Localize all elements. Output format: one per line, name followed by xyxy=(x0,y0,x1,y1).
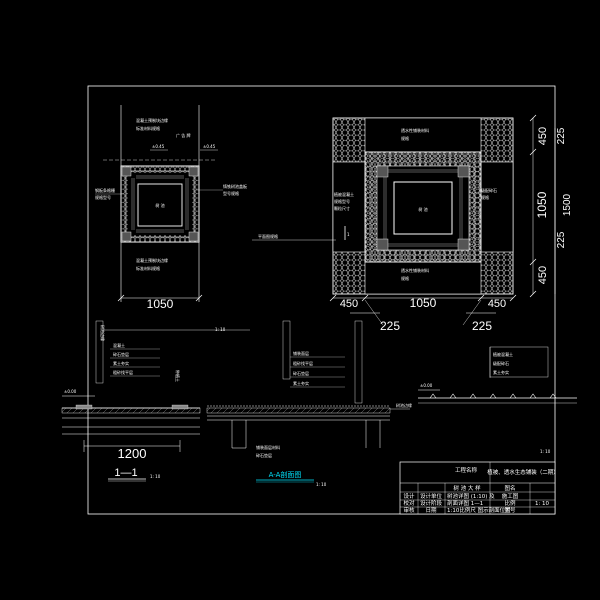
right-plan-note-bottom-2: 规格 xyxy=(401,275,409,281)
section-A-scale: 1: 10 xyxy=(316,482,327,487)
section-A-note-3: 碎石垫层 xyxy=(293,370,309,376)
section-1-level: ±0.00 xyxy=(64,389,77,394)
right-plan-center-label: 树 池 xyxy=(418,206,427,212)
section-A-note-2: 粗砂找平层 xyxy=(293,360,313,366)
left-plan-note-right-2: 型号规格 xyxy=(223,190,239,196)
section-A-title: A-A剖面图 xyxy=(269,470,302,479)
left-plan-note-bottom-1: 混凝土预制块边缘 xyxy=(136,257,168,263)
title-block-check-label: 校对 xyxy=(403,499,415,507)
section-1-note-2: 碎石垫层 xyxy=(113,351,129,357)
left-plan-level-left: ±0.45 xyxy=(152,144,165,149)
left-plan-scale: 1: 10 xyxy=(215,327,226,332)
section-A-side-label: 树池边缘 xyxy=(396,402,412,408)
title-block-approve-label: 审核 xyxy=(403,506,415,514)
right-plan-dim-bottom-left: 450 xyxy=(340,298,358,310)
section-1-title: 1—1 xyxy=(114,467,137,479)
section-B-level: ±0.00 xyxy=(420,383,433,388)
title-block-row1: 树池详图 (1:10) 及 xyxy=(447,492,495,500)
section-1-side-label-1: 树池边缘 xyxy=(100,325,106,341)
right-plan-note-top-2: 规格 xyxy=(401,135,409,141)
title-block-date-label: 日期 xyxy=(425,507,437,514)
left-plan-level-right: ±0.45 xyxy=(203,144,216,149)
title-block-project: 植被、透水生态铺装（二期） xyxy=(487,468,559,476)
right-plan-dim-bottom-mid: 1050 xyxy=(410,296,437,310)
left-plan-note-top-1: 混凝土预制块边缘 xyxy=(136,117,168,123)
left-plan-inner-pit xyxy=(137,183,183,227)
left-plan-note-left-2: 规格型号 xyxy=(95,194,111,200)
title-block-frame xyxy=(399,461,556,515)
section-1-side-label-2: 种植土 xyxy=(175,370,181,382)
right-plan-dim-sub-left: 225 xyxy=(380,319,400,333)
right-plan-note-left-1: 植被混凝土 xyxy=(334,191,354,197)
title-block-scale: 1: 10 xyxy=(535,501,550,507)
section-B: 植被混凝土 级配碎石 素土夯实 ±0.00 xyxy=(418,346,577,404)
section-1-note-1: 混凝土 xyxy=(113,342,125,348)
left-plan-note-bottom-2: 标准材料规格 xyxy=(136,265,160,271)
title-block-scale-label: 比例 xyxy=(504,499,516,507)
title-block-drawing-name: 树 池 大 样 xyxy=(453,484,481,492)
section-B-note-1: 植被混凝土 xyxy=(493,351,513,357)
left-plan-note-top-2: 标准材料规格 xyxy=(136,125,160,131)
right-plan-inner-pit xyxy=(393,181,453,235)
title-block-company: 设计单位 xyxy=(420,492,443,500)
right-plan-note-left-3: 颗粒尺寸 xyxy=(334,205,350,211)
section-A-A: 铺装面层 粗砂找平层 碎石垫层 素土夯实 树池边缘 铺装面层材料 碎石垫层 A-… xyxy=(206,320,412,487)
left-plan-note-axis: 广 告 牌 xyxy=(176,132,191,138)
section-A-note-bottom-1: 铺装面层材料 xyxy=(256,444,280,450)
title-block-row2: 剖面详图 1—1 xyxy=(447,499,483,507)
right-plan-dim-right-inner-top: 225 xyxy=(556,127,567,144)
title-block-phase: 施工图 xyxy=(502,492,519,500)
title-block-no-label: 图号 xyxy=(504,506,516,514)
right-plan-dim-right-total: 1500 xyxy=(562,193,573,216)
right-plan-note-left-2: 规格型号 xyxy=(334,198,350,204)
section-1-note-4: 粗砂找平层 xyxy=(113,369,133,375)
title-block: 工程名称 植被、透水生态铺装（二期） 树 池 大 样 图名 设计 校对 审核 设… xyxy=(399,461,559,515)
left-plan-center-label: 树 池 xyxy=(155,202,164,208)
section-A-note-4: 素土夯实 xyxy=(293,380,309,386)
right-plan-note-right-2: 规格 xyxy=(481,194,489,200)
title-block-phase-label: 设计阶段 xyxy=(420,499,443,507)
left-plan-note-left-1: 钢板条格栅 xyxy=(95,187,115,193)
left-plan-note-right-1: 铸铁树池盖板 xyxy=(223,183,247,189)
section-A-note-bottom-2: 碎石垫层 xyxy=(256,452,272,458)
section-1-scale: 1: 10 xyxy=(150,474,161,479)
title-block-drawing-label: 图名 xyxy=(504,484,515,492)
section-B-note-3: 素土夯实 xyxy=(493,369,509,375)
section-B-note-2: 级配碎石 xyxy=(493,360,509,366)
title-block-design-label: 设计 xyxy=(403,492,415,500)
right-plan-note-right-1: 级配碎石 xyxy=(481,187,497,193)
section-1-note-3: 素土夯实 xyxy=(113,360,129,366)
section-1-dim-1200: 1200 xyxy=(118,446,147,461)
right-plan-dim-right-mid: 1050 xyxy=(535,191,549,218)
title-block-project-label: 工程名称 xyxy=(455,466,478,474)
right-plan-dim-sub-right: 225 xyxy=(472,319,492,333)
right-tree-pit-plan: 树 池 透水性铺装材料 规格 植被混凝土 规格型号 颗粒尺寸 级配碎石 规格 透… xyxy=(252,114,573,333)
right-plan-dim-right-bottom: 450 xyxy=(537,266,549,284)
right-plan-note-section: 平面图规格 xyxy=(258,233,278,239)
right-plan-dim-right-top: 450 xyxy=(537,127,549,145)
right-plan-dim-right-inner-bottom: 225 xyxy=(556,231,567,248)
title-block-row3: 1:10比例尺 图示剖面位置 xyxy=(447,506,511,514)
section-1-1: 树池边缘 种植土 混凝土 碎石垫层 素土夯实 粗砂找平层 ±0.00 1200 … xyxy=(61,320,250,482)
left-tree-pit-plan: 混凝土预制块边缘 标准材料规格 广 告 牌 ±0.45 ±0.45 树 池 钢板… xyxy=(95,105,247,311)
section-A-note-1: 铺装面层 xyxy=(293,350,309,356)
left-plan-dim-1050: 1050 xyxy=(147,297,174,311)
right-plan-section-mark: 1 xyxy=(347,232,350,237)
drawing-frame xyxy=(87,85,556,515)
right-plan-note-bottom-1: 透水性铺装材料 xyxy=(401,267,429,273)
section-B-scale: 1: 10 xyxy=(540,449,551,454)
right-plan-note-top-1: 透水性铺装材料 xyxy=(401,127,429,133)
right-plan-dim-bottom-right: 450 xyxy=(488,298,506,310)
